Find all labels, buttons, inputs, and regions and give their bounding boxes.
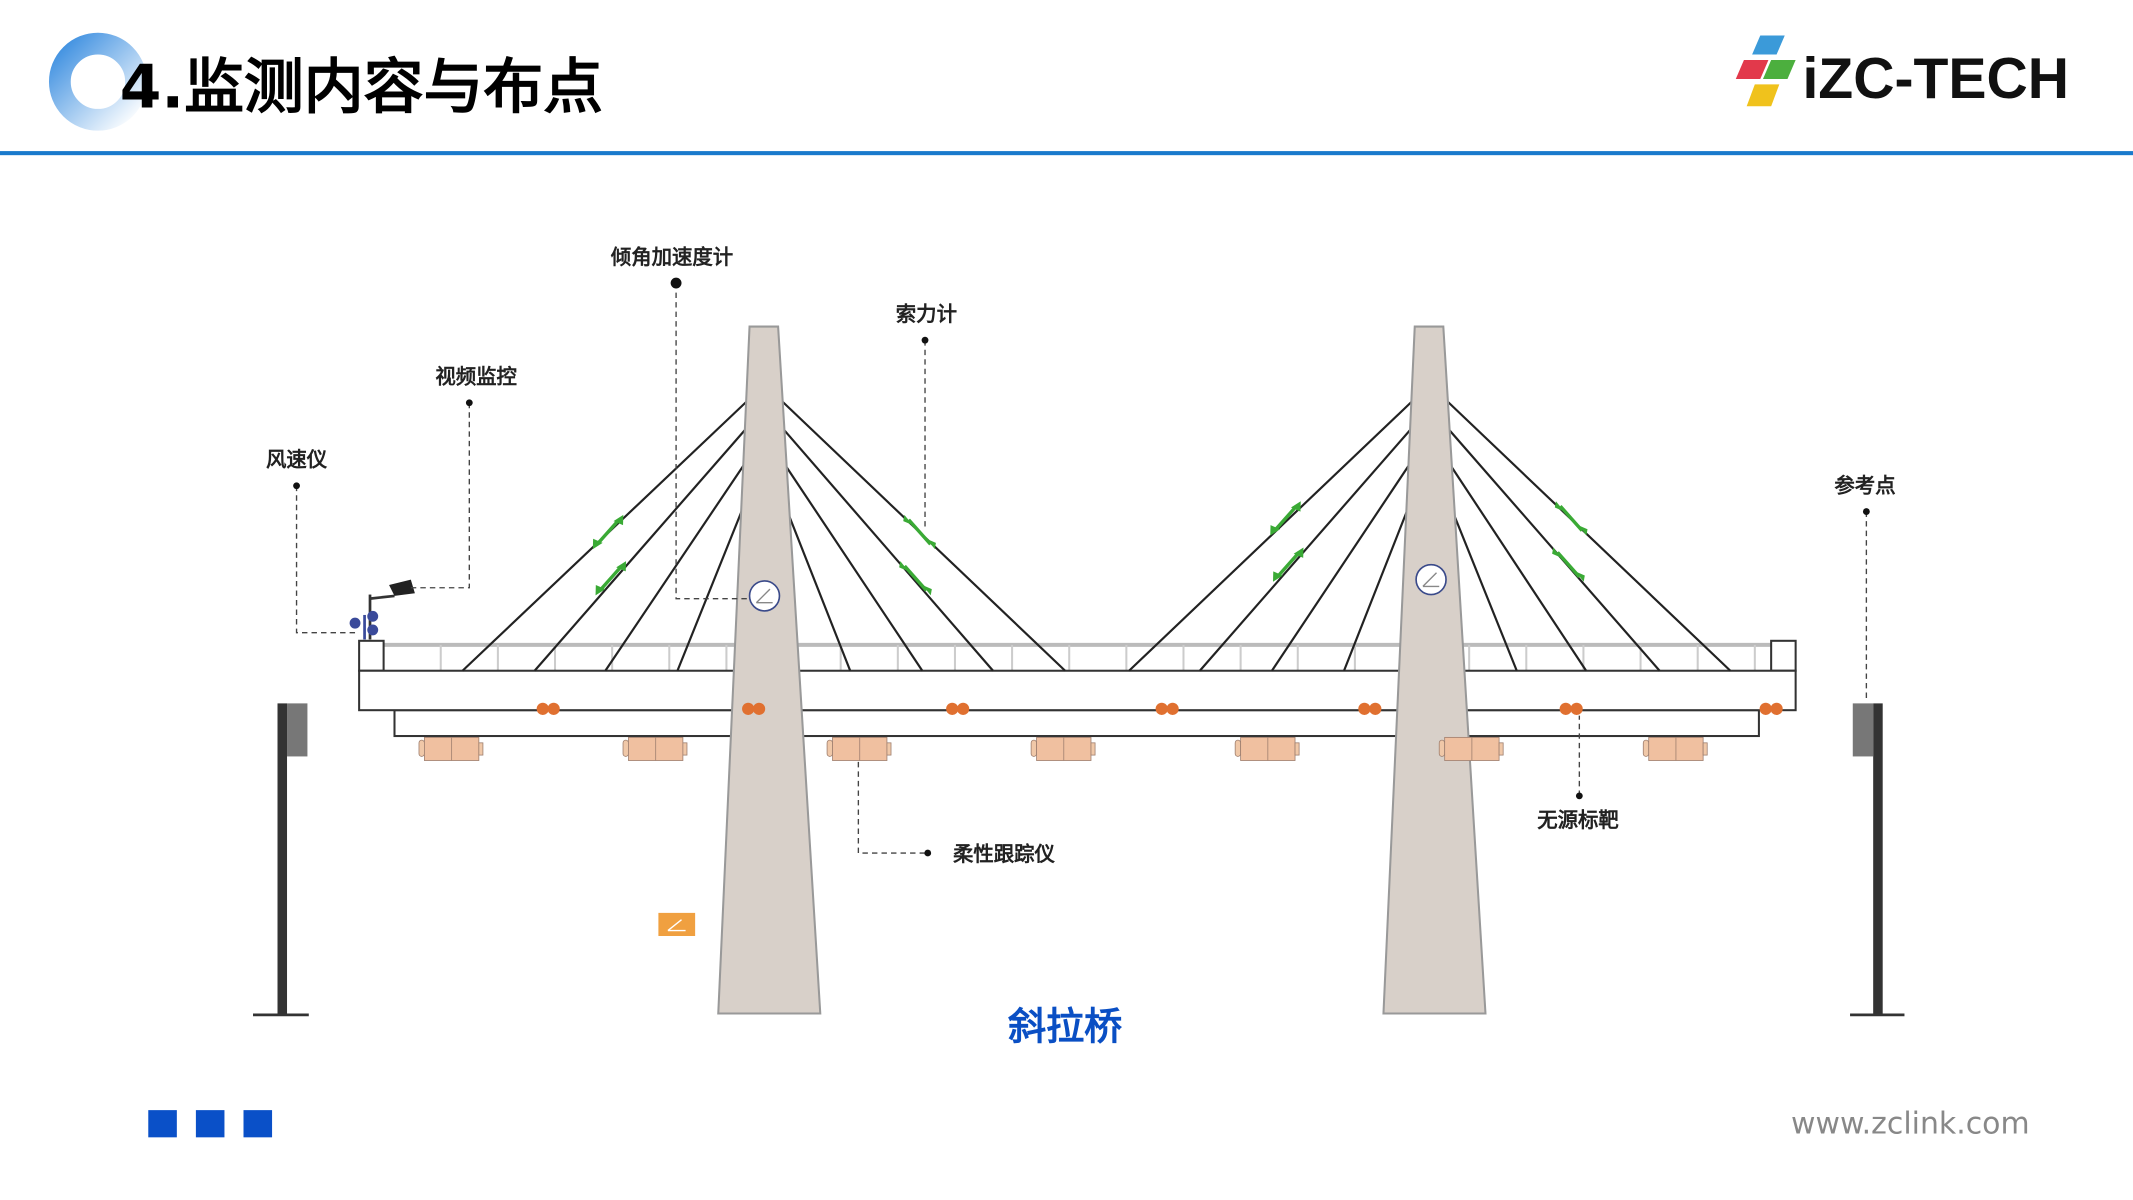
stay-cable <box>604 461 747 672</box>
footer-url: www.zclink.com <box>1791 1106 2030 1141</box>
flexible-tracker-icon <box>418 736 484 761</box>
double-arrow-icon <box>1270 501 1301 536</box>
stay-cable <box>1447 462 1588 672</box>
stay-cable <box>783 503 852 672</box>
bridge-deck <box>358 639 1797 738</box>
passive-target-icon <box>1559 702 1583 715</box>
label-passive-target: 无源标靶 <box>1537 808 1619 832</box>
stay-cable <box>1448 503 1518 672</box>
company-logo: iZC-TECH <box>1735 35 2069 111</box>
double-arrow-icon <box>1272 547 1304 582</box>
flexible-tracker-icon <box>1438 736 1504 761</box>
double-arrow-icon <box>903 514 936 550</box>
header: 4.监测内容与布点 iZC-TECH <box>0 32 2133 156</box>
right-reference-post <box>1850 703 1905 1017</box>
cable-force-sensors <box>592 501 1588 596</box>
flexible-tracker-icon <box>1234 736 1300 761</box>
tilt-accelerometer-icon <box>748 580 781 612</box>
passive-target-icon <box>946 702 970 715</box>
passive-target-icon <box>1155 702 1179 715</box>
passive-target-icon <box>536 702 560 715</box>
stay-cable <box>1342 503 1411 672</box>
double-arrow-icon <box>1554 501 1588 536</box>
flexible-trackers <box>418 736 1708 761</box>
stay-cable <box>782 427 994 672</box>
label-reference-point: 参考点 <box>1834 474 1895 498</box>
tilt-sensor-box-icon <box>658 912 696 937</box>
double-arrow-icon <box>595 561 627 596</box>
header-divider <box>0 151 2133 156</box>
passive-target-icon <box>1358 702 1382 715</box>
label-video-monitoring: 视频监控 <box>435 365 517 389</box>
tilt-accelerometer-icon <box>1415 563 1447 596</box>
flexible-tracker-icon <box>622 736 688 761</box>
stay-cable <box>1446 400 1732 672</box>
left-tower <box>717 325 822 1015</box>
flexible-tracker-icon <box>826 736 892 761</box>
page-title: 4.监测内容与布点 <box>120 53 603 123</box>
passive-targets <box>536 702 1783 715</box>
double-arrow-icon <box>899 561 932 596</box>
left-reference-post <box>253 703 309 1017</box>
passive-target-icon <box>742 702 766 715</box>
stay-cable <box>782 462 924 672</box>
double-arrow-icon <box>1552 547 1585 582</box>
stay-cable <box>1271 462 1412 672</box>
stay-cables <box>461 400 1732 672</box>
double-arrow-icon <box>592 514 624 550</box>
right-tower <box>1382 325 1487 1015</box>
footer-squares <box>148 1110 273 1138</box>
anemometer-icon <box>349 610 379 640</box>
label-flexible-tracker: 柔性跟踪仪 <box>953 842 1056 866</box>
svg-text:iZC-TECH: iZC-TECH <box>1802 47 2069 111</box>
flexible-tracker-icon <box>1642 736 1708 761</box>
diagram-title: 斜拉桥 <box>1008 1004 1122 1048</box>
label-tilt-accelerometer: 倾角加速度计 <box>610 245 733 269</box>
label-anemometer: 风速仪 <box>266 448 328 472</box>
stay-cable <box>533 427 747 672</box>
title-ring-decoration <box>48 32 147 131</box>
label-leaders <box>293 277 1870 857</box>
stay-cable <box>1198 427 1413 672</box>
flexible-tracker-icon <box>1030 736 1096 761</box>
passive-target-icon <box>1759 702 1783 715</box>
stay-cable <box>1128 400 1413 672</box>
stay-cable <box>676 503 746 672</box>
label-cable-force-meter: 索力计 <box>896 302 957 326</box>
